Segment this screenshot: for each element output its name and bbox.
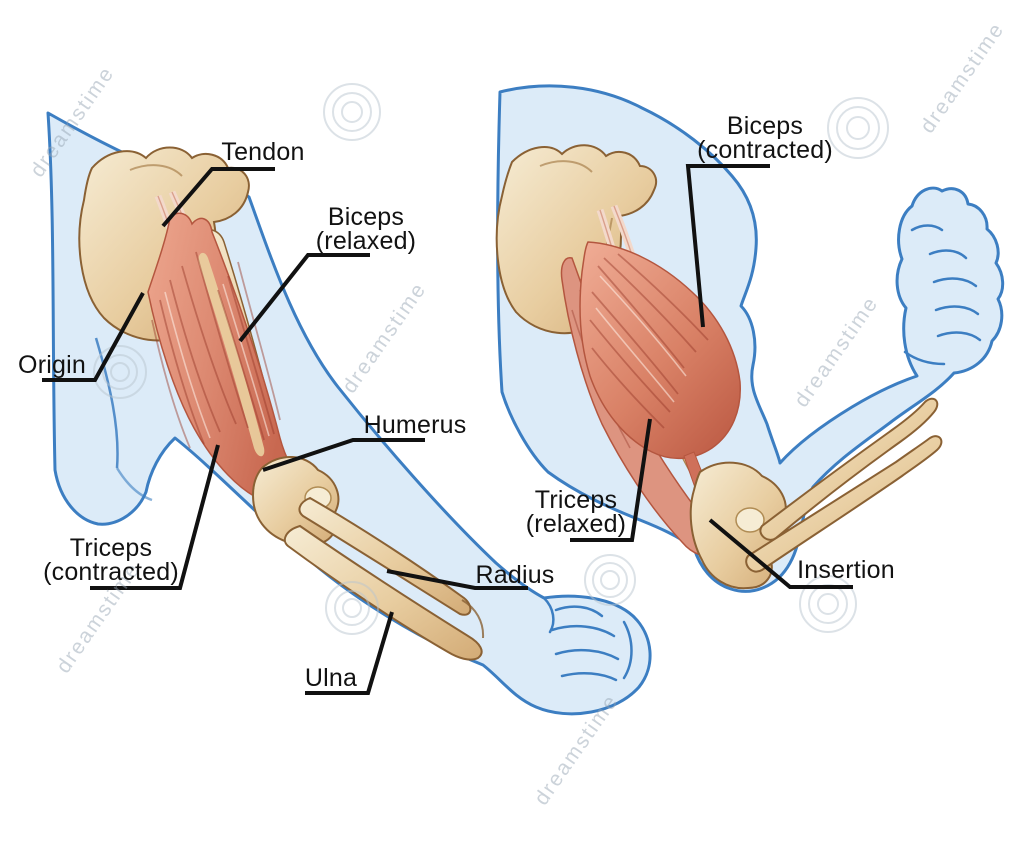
label-triceps-relaxed: Triceps (relaxed) [525,486,627,538]
right-biceps-striations [589,253,709,429]
biceps-relaxed-leader-line [238,253,370,343]
triceps-relaxed-leader-line [570,418,652,542]
right-condyle [735,507,765,533]
right-biceps-highlights [595,275,687,403]
leader-lines [42,164,853,695]
label-tendon: Tendon [221,138,305,166]
label-humerus: Humerus [363,411,467,439]
watermark-spirals [93,83,889,635]
label-radius: Radius [475,561,555,589]
label-origin: Origin [18,351,86,379]
ulna-leader-line [305,611,394,695]
left-arm-muscles [147,212,303,505]
right-fist-creases [903,224,982,366]
humerus-leader-line [262,438,425,472]
left-intermuscular-tendon [198,252,265,457]
origin-leader-line [42,292,145,382]
label-ulna: Ulna [304,664,358,692]
left-figure-extended-arm [46,111,652,716]
right-ulna-bone [745,435,943,573]
left-fist-creases [542,596,633,682]
insertion-leader-line [708,518,853,589]
label-biceps-relaxed: Biceps (relaxed) [315,203,417,255]
radius-leader-line [386,569,528,590]
right-figure-flexed-arm [495,84,1005,593]
left-muscle-striations [151,251,281,449]
tendon-leader-line [161,167,275,228]
left-muscle-highlights [164,283,270,439]
biceps-contracted-leader-line [685,164,770,328]
left-radius-bone [298,496,472,616]
triceps-contracted-leader-line [90,444,220,590]
right-radius-bone [759,397,939,541]
label-biceps-contracted: Biceps (contracted) [697,112,833,164]
label-insertion: Insertion [797,556,895,584]
label-triceps-contracted: Triceps (contracted) [43,534,179,586]
left-ulna-bone [283,524,483,661]
